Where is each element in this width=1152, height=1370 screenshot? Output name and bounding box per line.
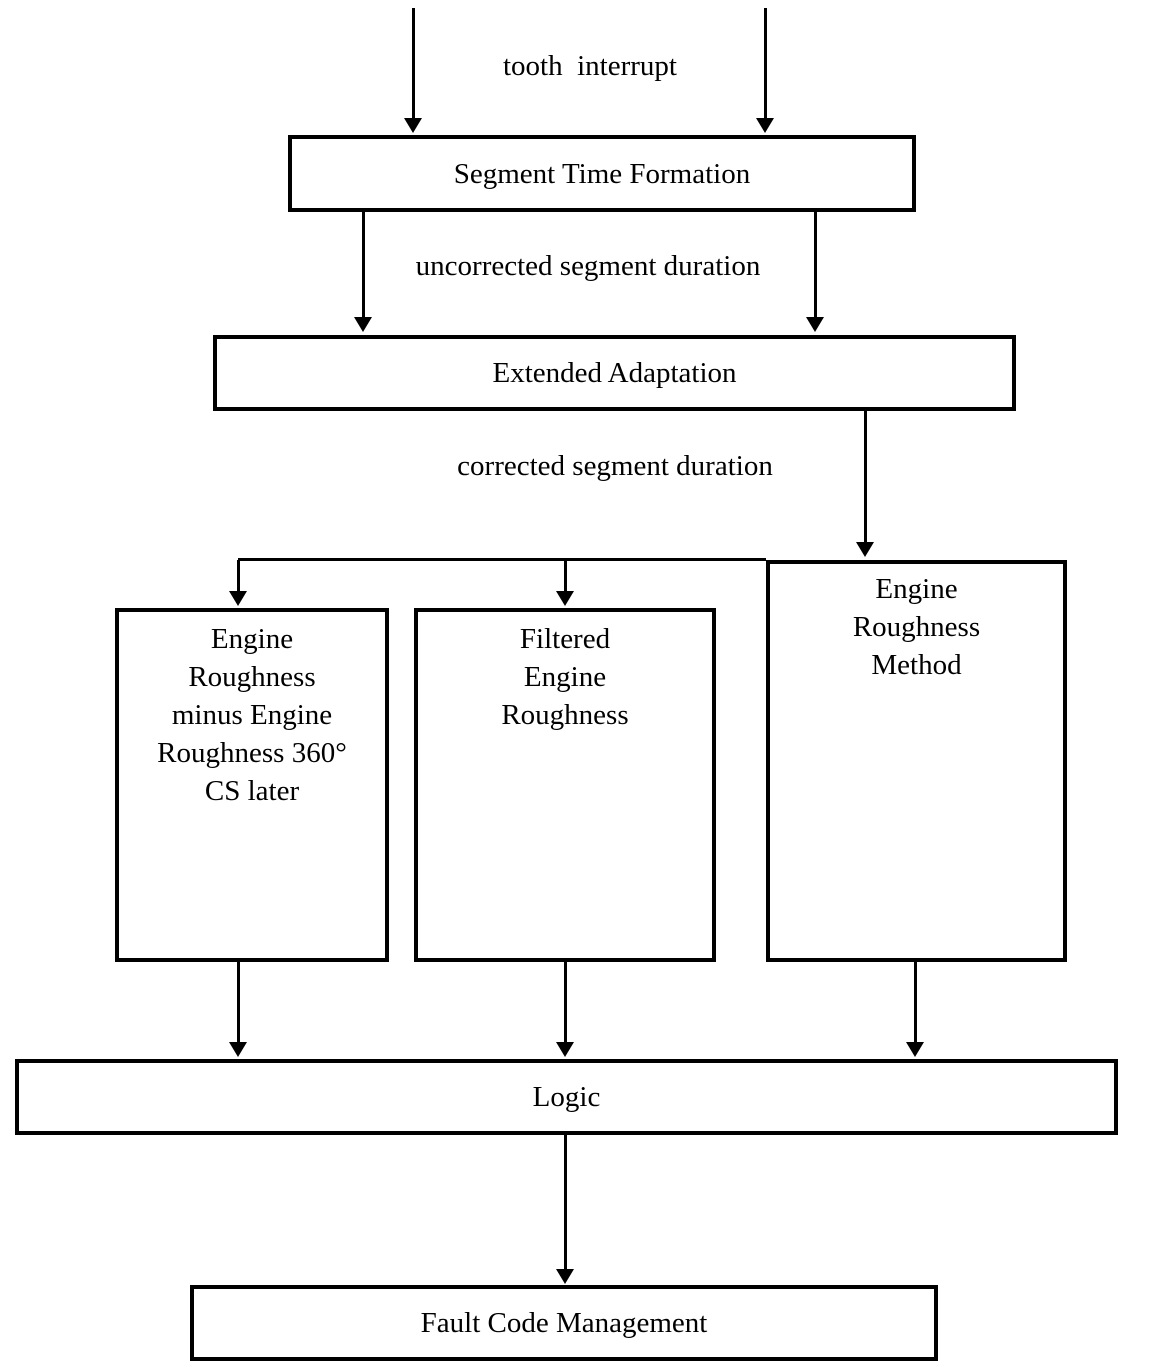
arrow-into-er-minus (228, 560, 248, 606)
arrow-uncorrected-left (353, 212, 373, 332)
arrow-shaft (813, 212, 817, 317)
node-label: Extended Adaptation (492, 357, 737, 389)
node-label-line: Filtered (519, 623, 611, 655)
arrow-shaft (236, 962, 240, 1042)
arrow-head-icon (229, 591, 247, 606)
arrow-head-icon (229, 1042, 247, 1057)
arrow-head-icon (856, 542, 874, 557)
node-filtered-er: Filtered Engine Roughness (414, 608, 716, 962)
arrow-head-icon (556, 1042, 574, 1057)
arrow-shaft (913, 962, 917, 1042)
arrow-head-icon (404, 118, 422, 133)
arrow-tooth-interrupt-right (755, 8, 775, 133)
arrow-shaft (763, 8, 767, 118)
node-label-line: Engine (523, 661, 607, 693)
node-er-minus: Engine Roughness minus Engine Roughness … (115, 608, 389, 962)
arrow-uncorrected-right (805, 212, 825, 332)
node-label: Segment Time Formation (453, 157, 751, 190)
arrow-shaft (563, 962, 567, 1042)
arrow-er-minus-to-logic (228, 962, 248, 1057)
arrow-head-icon (906, 1042, 924, 1057)
arrow-shaft (411, 8, 415, 118)
branch-line (238, 558, 766, 561)
edge-label-uncorrected: uncorrected segment duration (415, 250, 761, 282)
arrow-into-filtered-er (555, 560, 575, 606)
node-label-line: Roughness (852, 611, 981, 643)
node-label-line: Roughness (501, 699, 629, 731)
node-label-line: Roughness 360° (157, 737, 347, 769)
arrow-shaft (563, 560, 567, 591)
node-label-line: minus Engine (171, 699, 333, 731)
arrow-head-icon (806, 317, 824, 332)
node-label-line: CS later (204, 775, 300, 807)
arrow-filtered-er-to-logic (555, 962, 575, 1057)
node-label-line: Engine (210, 623, 294, 655)
node-er-method: Engine Roughness Method (766, 560, 1067, 962)
arrow-er-method-to-logic (905, 962, 925, 1057)
arrow-logic-to-fault (555, 1135, 575, 1284)
node-label: Logic (532, 1081, 601, 1113)
node-label-line: Roughness (188, 661, 316, 693)
arrow-head-icon (556, 1269, 574, 1284)
arrow-shaft (236, 560, 240, 591)
node-label-line: Engine (875, 573, 958, 605)
arrow-shaft (863, 411, 867, 542)
node-label: Fault Code Management (420, 1307, 708, 1339)
arrow-tooth-interrupt-left (403, 8, 423, 133)
node-logic: Logic (15, 1059, 1118, 1135)
node-label-line: Method (871, 649, 962, 681)
arrow-head-icon (354, 317, 372, 332)
edge-label-tooth-interrupt: tooth interrupt (503, 50, 677, 82)
node-segment-time-formation: Segment Time Formation (288, 135, 916, 212)
edge-label-corrected: corrected segment duration (457, 450, 773, 482)
node-extended-adaptation: Extended Adaptation (213, 335, 1016, 411)
arrow-head-icon (556, 591, 574, 606)
node-fault-code-management: Fault Code Management (190, 1285, 938, 1361)
arrow-shaft (563, 1135, 567, 1269)
arrow-shaft (361, 212, 365, 317)
arrow-corrected (855, 411, 875, 557)
arrow-head-icon (756, 118, 774, 133)
